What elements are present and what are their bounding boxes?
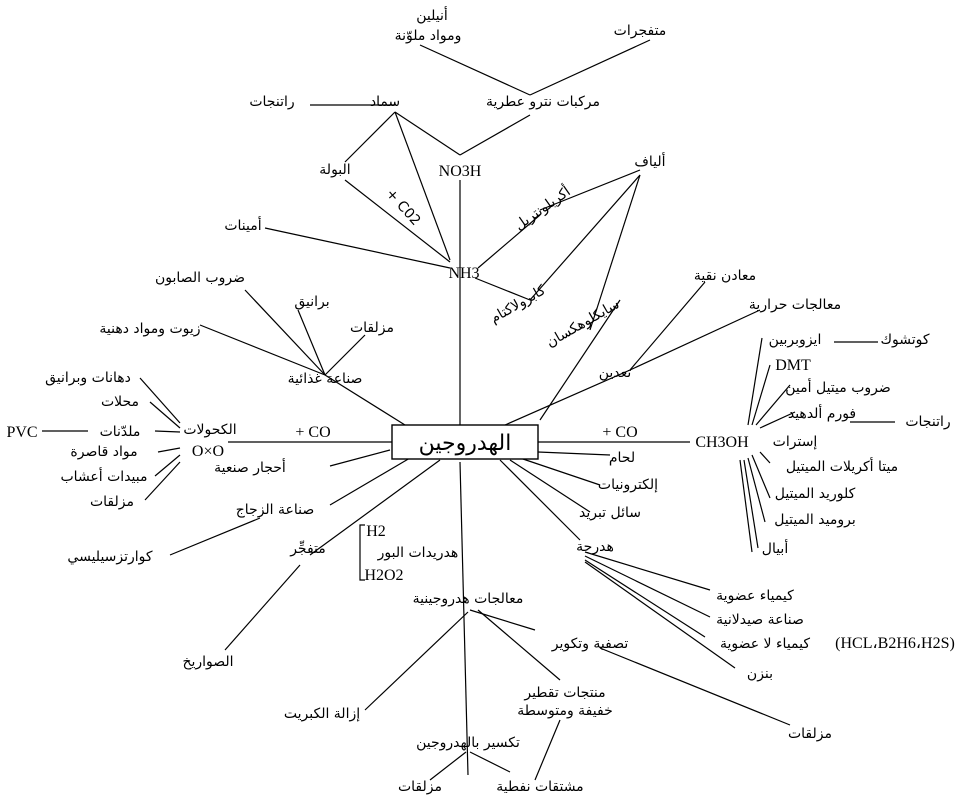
label-alcohols: الكحولات (183, 422, 236, 438)
label-inorganic-chem: كيمياء لا عضوية (720, 636, 810, 652)
label-quartz: كوارتزسيليسي (67, 549, 152, 565)
label-aniline: أنيلين (416, 6, 448, 24)
label-methylamines: ضروب ميتيل أمين (785, 378, 891, 396)
label-heat-treat: معالجات حرارية (749, 297, 841, 313)
label-gems: أحجار صنعية (214, 458, 286, 476)
connector-lines (42, 39, 895, 781)
label-coolant: سائل تبريد (579, 505, 641, 521)
label-plasticizers: ملدّنات (100, 424, 141, 440)
label-bleach: مواد قاصرة (70, 444, 137, 460)
label-organic-chem: كيمياء عضوية (716, 588, 794, 604)
label-fibers2: أبيال (762, 539, 789, 557)
label-explosive2: متفجِّر (289, 540, 326, 557)
label-glass: صناعة الزجاج (236, 502, 315, 518)
label-hydrotreating: معالجات هدروجينية (413, 591, 524, 607)
label-acrylonitrile: أكريلونتريل (511, 182, 574, 234)
label-varnish1: برانيق (294, 294, 329, 310)
label-caprolactam: كابرولاكتام (488, 282, 549, 327)
label-urea: البولة (319, 162, 350, 178)
label-hydrogenation: هدرجة (576, 539, 614, 555)
label-boron-hydrides: هدريدات البور (377, 545, 459, 561)
label-nitro: مركبات نترو عطرية (486, 94, 600, 110)
label-amines: أمينات (224, 216, 261, 234)
label-solvents: محلات (101, 394, 139, 410)
label-food: صناعة غذائية (288, 371, 363, 387)
label-pure-metals: معادن نقية (694, 268, 756, 284)
label-pvc: PVC (6, 424, 37, 441)
label-no3h: NO3H (439, 163, 482, 180)
label-petro-deriv: مشتقات نفطية (496, 779, 583, 795)
label-oils: زيوت ومواد دهنية (99, 321, 200, 337)
label-h2o2: H2O2 (364, 567, 403, 584)
label-fertilizer: سماد (370, 94, 400, 110)
label-distill-2: خفيفة ومتوسطة (517, 703, 612, 719)
label-electronics: إلكترونيات (598, 477, 658, 493)
label-lubricants2: مزلقات (90, 494, 134, 510)
label-dyes: ومواد ملوّنة (395, 28, 462, 44)
label-isobutylene: ايزوبربين (769, 332, 822, 348)
label-pharma: صناعة صيدلانية (716, 612, 804, 628)
label-lubricants3: مزلقات (398, 779, 442, 795)
label-herbicides: مبيدات أعشاب (61, 467, 148, 485)
label-distill-1: منتجات تقطير (523, 685, 605, 701)
label-lubricants4: مزلقات (788, 726, 832, 742)
label-welding: لحام (609, 450, 635, 466)
label-methyl-chloride: كلوريد الميتيل (775, 486, 856, 502)
center-label: الهدروجين (419, 431, 512, 456)
label-nh3: NH3 (448, 265, 479, 282)
label-co-right: + CO (602, 424, 637, 441)
label-desulfur: إزالة الكبريت (284, 706, 360, 722)
label-cyclohexane: سايكلوهكسان (544, 296, 623, 351)
label-hydrocracking: تكسير بالهدروجين (416, 735, 520, 751)
label-rubber: كوتشوك (880, 332, 929, 348)
label-inorganic-formula: (HCL،B2H6،H2S) (835, 635, 955, 652)
label-soaps: ضروب الصابون (155, 270, 245, 286)
label-co2: + C02 (382, 186, 423, 229)
label-explosives: متفجرات (614, 23, 667, 39)
label-rockets: الصواريخ (182, 654, 233, 670)
label-co-left: + CO (295, 424, 330, 441)
label-h2: H2 (366, 523, 386, 540)
label-oxo: O×O (192, 443, 224, 460)
label-methacrylates: ميتا أكريلات الميتيل (786, 457, 898, 475)
label-lubricants1: مزلقات (350, 320, 394, 336)
center-node: الهدروجين (391, 424, 539, 460)
label-paints: دهانات وبرانيق (45, 370, 131, 386)
label-mining: تعدين (599, 365, 632, 381)
label-resins-top: راتنجات (249, 94, 294, 110)
label-fibers: ألياف (634, 152, 665, 170)
label-refining: تصفية وتكوير (551, 636, 629, 652)
label-formaldehyde: فورم ألدهيد (788, 404, 856, 422)
label-methyl-bromide: بروميد الميتيل (774, 512, 855, 528)
label-benzene: بنزن (747, 666, 773, 682)
labels: أنيلين ومواد ملوّنة متفجرات راتنجات سماد… (6, 6, 954, 795)
label-esters: إسترات (773, 434, 818, 450)
label-ch3oh: CH3OH (695, 434, 749, 451)
label-resins-right: راتنجات (905, 414, 950, 430)
label-dmt: DMT (775, 357, 811, 374)
